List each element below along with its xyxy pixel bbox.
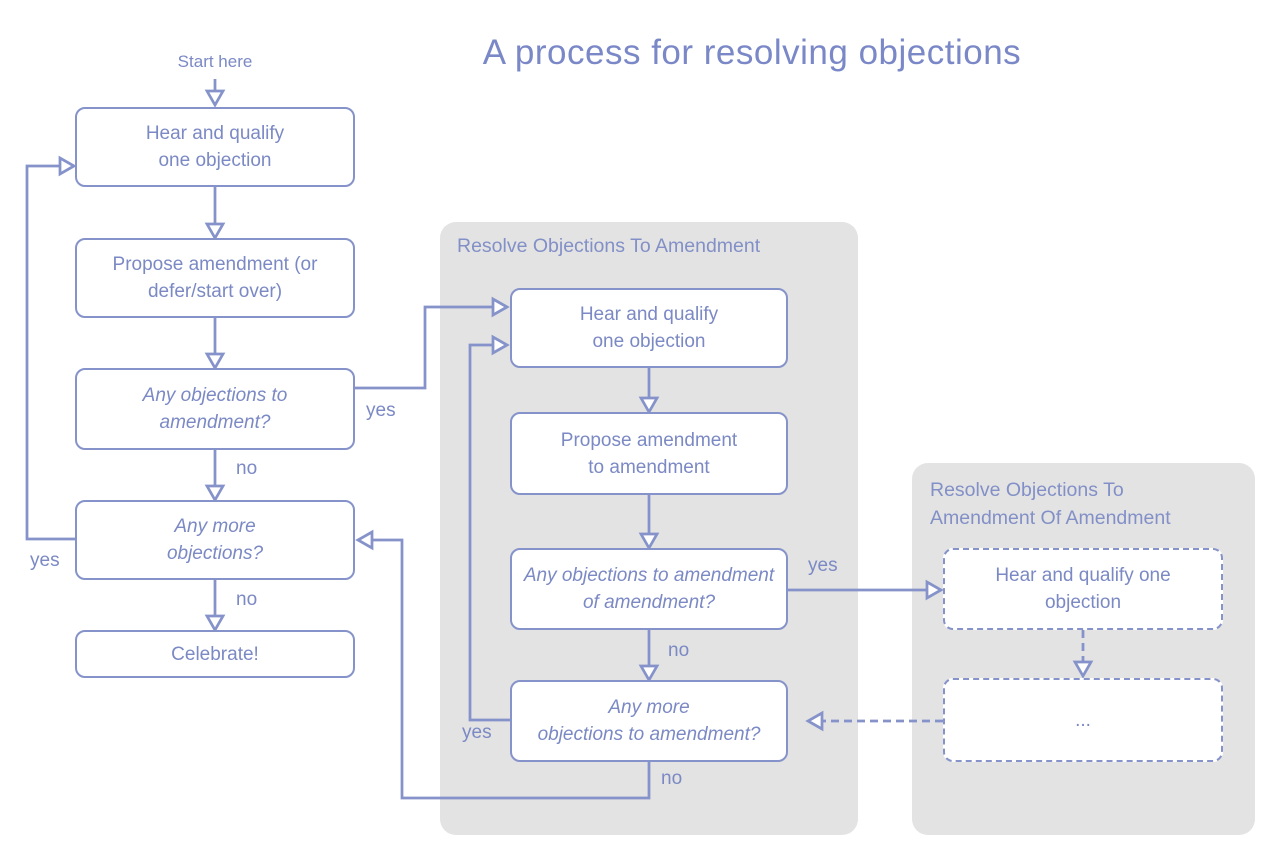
node-any-objections-to-amendment: Any objections to amendment? [75, 368, 355, 450]
node-any-more-objections: Any more objections? [75, 500, 355, 580]
label-amend-any-more-no: no [661, 768, 683, 789]
edge-amend-propose-to-any-objections [638, 495, 660, 551]
node-aoa-hear-and-qualify: Hear and qualify one objection [943, 548, 1223, 630]
edge-start-to-hear [204, 79, 226, 108]
start-here-label: Start here [177, 52, 253, 71]
label-any-more-yes: yes [30, 550, 60, 571]
page-title: A process for resolving objections [482, 33, 1022, 72]
node-any-more-objections-to-amendment: Any more objections to amendment? [510, 680, 788, 762]
node-any-objections-to-amendment-of-amendment: Any objections to amendment of amendment… [510, 548, 788, 630]
edge-any-more-yes-loop-to-hear [25, 155, 77, 541]
node-hear-and-qualify: Hear and qualify one objection [75, 107, 355, 187]
edge-propose-to-any-objections [204, 318, 226, 371]
panel-amendment-header: Resolve Objections To Amendment [457, 235, 761, 257]
node-propose-amendment: Propose amendment (or defer/start over) [75, 238, 355, 318]
edge-amend-hear-to-propose [638, 368, 660, 415]
edge-any-more-no-to-celebrate [204, 580, 226, 633]
edge-any-objections-yes-to-amendment-panel [355, 296, 510, 390]
node-celebrate: Celebrate! [75, 630, 355, 678]
edge-amend-any-more-yes-loop-to-hear [468, 334, 510, 722]
panel-resolve-objections-to-amendment-of-amendment: Resolve Objections To Amendment Of Amend… [912, 463, 1255, 835]
edge-amend-any-objections-no-to-any-more [638, 630, 660, 683]
edge-amend-any-more-no-return-to-main [355, 529, 651, 800]
edge-any-objections-no-to-any-more [204, 450, 226, 503]
label-any-more-no: no [236, 589, 258, 610]
panel-amendment-of-amendment-header: Resolve Objections To Amendment Of Amend… [930, 479, 1171, 529]
label-amend-any-more-yes: yes [462, 722, 492, 743]
edge-aoa-return-dashed [805, 710, 943, 732]
node-aoa-ellipsis: ... [943, 678, 1223, 762]
label-amend-any-objections-no: no [668, 640, 690, 661]
label-any-objections-yes: yes [366, 400, 396, 421]
node-amend-hear-and-qualify: Hear and qualify one objection [510, 288, 788, 368]
node-propose-amendment-to-amendment: Propose amendment to amendment [510, 412, 788, 495]
label-any-objections-no: no [236, 458, 258, 479]
edge-hear-to-propose [204, 187, 226, 241]
edge-amend-any-objections-yes-to-aoa-panel [788, 579, 944, 601]
label-amend-any-objections-yes: yes [808, 555, 838, 576]
edge-aoa-hear-to-ellipsis-dashed [1072, 630, 1094, 679]
